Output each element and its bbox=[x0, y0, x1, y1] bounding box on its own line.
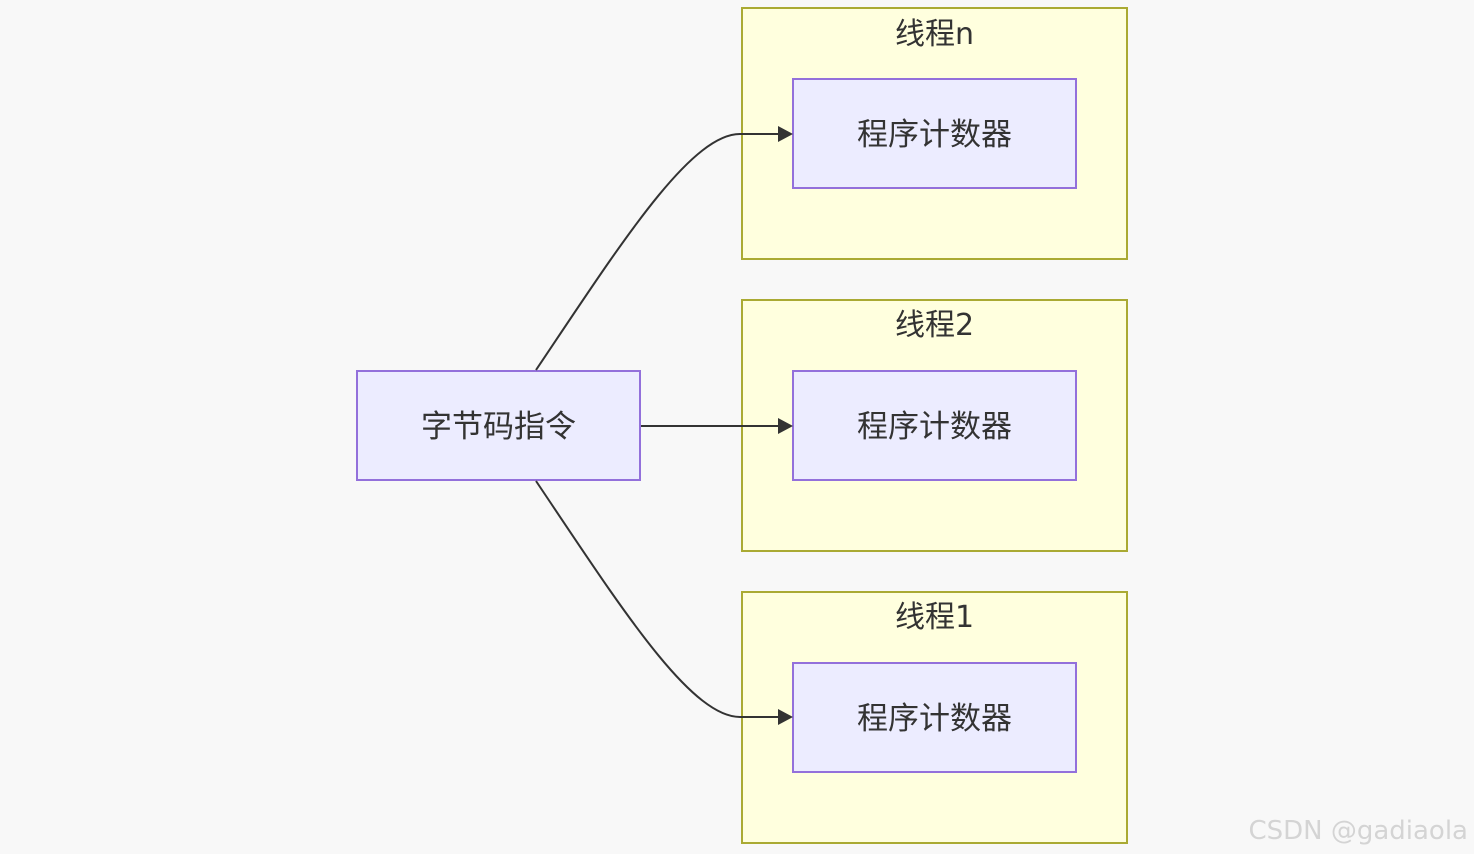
edge-to-thread-1 bbox=[535, 480, 778, 718]
edge-to-thread-n bbox=[535, 133, 778, 371]
node-program-counter[interactable]: 程序计数器 bbox=[792, 370, 1077, 481]
cluster-title: 线程1 bbox=[895, 600, 974, 635]
arrow-head-icon bbox=[778, 709, 793, 725]
cluster-title: 线程n bbox=[895, 17, 974, 52]
arrow-head-icon bbox=[778, 418, 793, 434]
cluster-title: 线程2 bbox=[895, 308, 974, 343]
node-label: 字节码指令 bbox=[421, 409, 576, 445]
node-label: 程序计数器 bbox=[857, 409, 1012, 445]
cluster-thread-1: 线程1 程序计数器 bbox=[741, 591, 1128, 844]
cluster-thread-2: 线程2 程序计数器 bbox=[741, 299, 1128, 552]
cluster-thread-n: 线程n 程序计数器 bbox=[741, 7, 1128, 260]
node-program-counter[interactable]: 程序计数器 bbox=[792, 78, 1077, 189]
node-box bbox=[792, 78, 1077, 189]
watermark: CSDN @gadiaola bbox=[1248, 816, 1468, 846]
node-program-counter[interactable]: 程序计数器 bbox=[792, 662, 1077, 773]
node-bytecode-instruction[interactable]: 字节码指令 bbox=[356, 370, 641, 481]
node-box bbox=[356, 370, 641, 481]
node-label: 程序计数器 bbox=[857, 701, 1012, 737]
node-box bbox=[792, 662, 1077, 773]
node-box bbox=[792, 370, 1077, 481]
edges bbox=[535, 126, 793, 725]
arrow-head-icon bbox=[778, 126, 793, 142]
node-label: 程序计数器 bbox=[857, 117, 1012, 153]
